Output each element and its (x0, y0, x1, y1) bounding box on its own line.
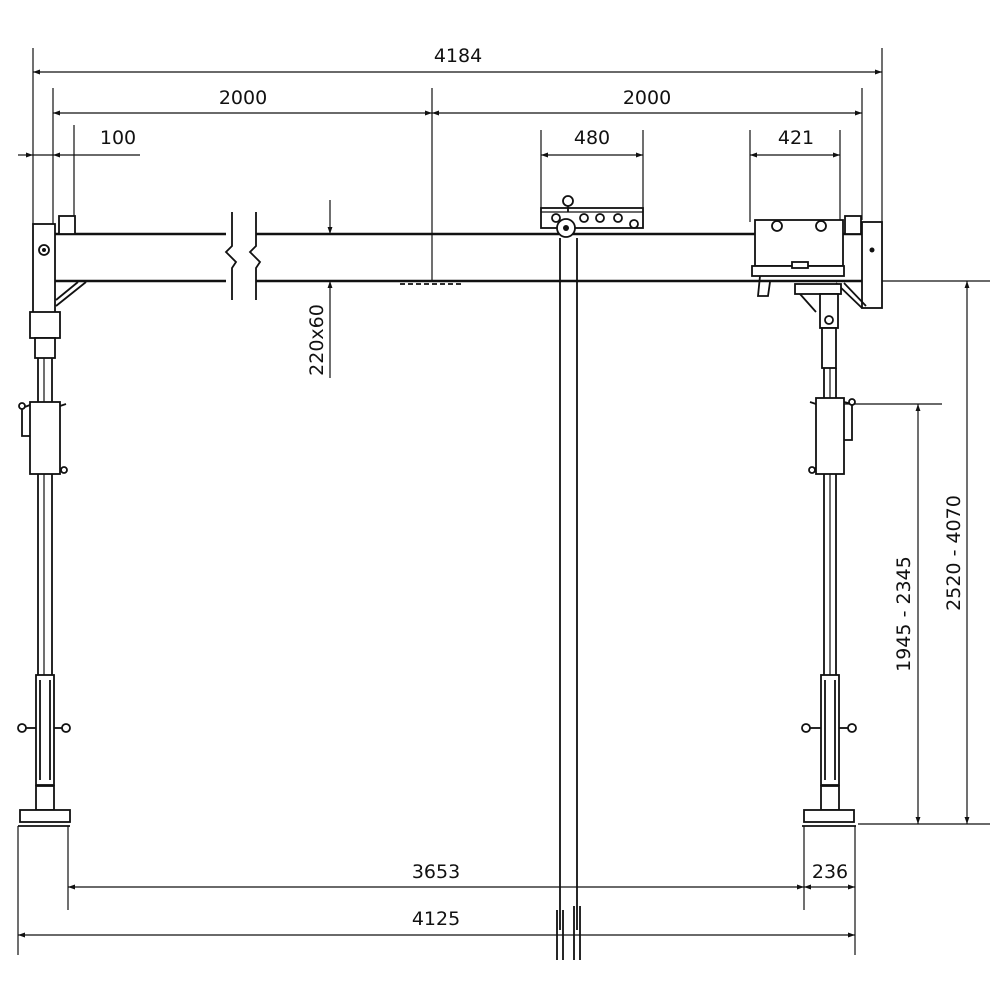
dim-label-4184: 4184 (434, 45, 482, 67)
dimension-labels: 4184 2000 2000 100 480 421 220x60 2520 -… (100, 45, 965, 930)
trolley (540, 195, 644, 238)
right-column (751, 219, 883, 827)
dim-label-1945-2345: 1945 - 2345 (893, 556, 915, 672)
dim-label-4125: 4125 (412, 908, 460, 930)
dim-label-3653: 3653 (412, 861, 460, 883)
dim-label-2520-4070: 2520 - 4070 (943, 495, 965, 611)
dim-label-2000-right: 2000 (623, 87, 671, 109)
main-beam (54, 212, 862, 307)
left-column (17, 223, 71, 827)
dim-label-421: 421 (778, 127, 814, 149)
dim-label-220x60: 220x60 (306, 304, 328, 376)
dimension-lines (17, 48, 990, 955)
dim-label-100: 100 (100, 127, 136, 149)
dim-label-480: 480 (574, 127, 610, 149)
dim-label-236: 236 (812, 861, 848, 883)
hoist-chain (556, 238, 581, 960)
dim-label-2000-left: 2000 (219, 87, 267, 109)
